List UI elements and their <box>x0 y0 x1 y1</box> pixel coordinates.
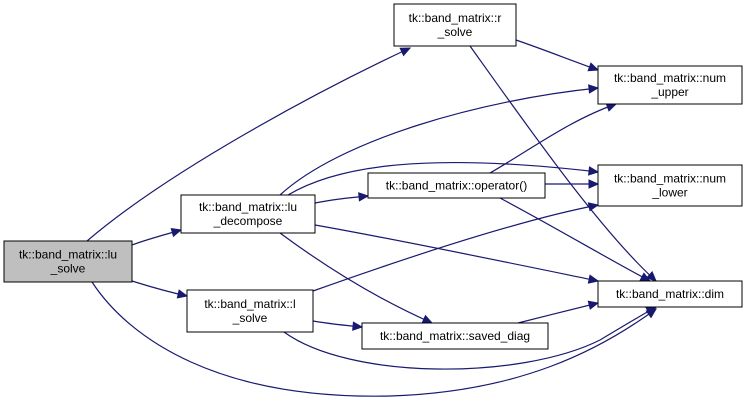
arrowhead-icon <box>587 300 600 310</box>
node-l-solve[interactable]: tk::band_matrix::l_solve <box>186 289 314 333</box>
node-label-line: tk::band_matrix::r <box>409 11 502 25</box>
node-label-line: _solve <box>437 25 473 39</box>
node-operator[interactable]: tk::band_matrix::operator() <box>367 172 546 199</box>
node-box <box>3 240 133 283</box>
edge-line <box>489 103 617 174</box>
edge-line <box>517 302 599 324</box>
arrowhead-icon <box>587 274 600 284</box>
edge-line <box>86 47 411 242</box>
node-box <box>367 172 546 199</box>
edge-l_solve-to-saved_diag <box>312 320 364 331</box>
arrowhead-icon <box>358 192 370 202</box>
node-r-solve[interactable]: tk::band_matrix::r_solve <box>393 3 517 47</box>
arrowhead-icon <box>399 47 412 57</box>
edge-operator-to-dim <box>499 197 652 282</box>
node-label-line: _solve <box>50 262 86 276</box>
node-num-lower[interactable]: tk::band_matrix::num_lower <box>597 164 743 207</box>
node-label-line: tk::band_matrix::saved_diag <box>380 329 530 343</box>
node-dim[interactable]: tk::band_matrix::dim <box>597 280 743 308</box>
arrowhead-icon <box>588 84 600 94</box>
edge-line <box>515 39 599 71</box>
arrowhead-icon <box>645 271 657 282</box>
node-lu-solve[interactable]: tk::band_matrix::lu_solve <box>3 240 133 283</box>
node-box <box>361 322 549 350</box>
node-box <box>597 164 743 207</box>
arrowhead-icon <box>587 62 600 72</box>
node-label-line: _decompose <box>213 214 283 228</box>
edge-line <box>469 45 657 282</box>
node-label-line: tk::band_matrix::num <box>614 71 726 85</box>
node-box <box>393 3 517 47</box>
node-label-line: tk::band_matrix::dim <box>616 287 724 301</box>
node-label-line: tk::band_matrix::l <box>204 297 295 311</box>
edges-layer <box>86 39 658 397</box>
nodes-layer: tk::band_matrix::lu_solvetk::band_matrix… <box>3 3 743 350</box>
edge-operator-to-num_lower <box>545 179 600 189</box>
node-lu-decompose[interactable]: tk::band_matrix::lu_decompose <box>180 194 316 234</box>
node-box <box>180 194 316 234</box>
node-label-line: _upper <box>650 85 688 99</box>
arrowhead-icon <box>170 228 183 238</box>
node-box <box>597 280 743 308</box>
edge-lu_solve-to-l_solve <box>131 280 189 299</box>
node-label-line: _lower <box>651 186 687 200</box>
edge-line <box>287 161 599 196</box>
edge-line <box>312 204 599 292</box>
arrowhead-icon <box>421 314 434 324</box>
edge-operator-to-num_upper <box>489 102 618 174</box>
node-box <box>597 65 743 105</box>
edge-line <box>91 281 657 397</box>
edge-line <box>283 306 657 370</box>
node-label-line: tk::band_matrix::operator() <box>386 179 527 193</box>
arrowhead-icon <box>587 202 600 212</box>
node-label-line: tk::band_matrix::num <box>614 172 726 186</box>
node-label-line: tk::band_matrix::lu <box>19 248 117 262</box>
edge-lu_solve-to-r_solve <box>86 47 412 242</box>
edge-l_solve-to-num_lower <box>312 202 600 292</box>
edge-lu_decompose-to-num_upper <box>279 84 600 196</box>
edge-r_solve-to-dim <box>469 45 657 282</box>
edge-saved_diag-to-dim <box>517 300 600 324</box>
node-box <box>186 289 314 333</box>
node-label-line: _solve <box>232 311 268 325</box>
arrowhead-icon <box>176 289 189 299</box>
arrowhead-icon <box>352 321 364 331</box>
node-saved-diag[interactable]: tk::band_matrix::saved_diag <box>361 322 549 350</box>
arrowhead-icon <box>588 166 600 176</box>
edge-line <box>279 87 599 196</box>
edge-lu_solve-to-lu_decompose <box>131 228 183 246</box>
arrowhead-icon <box>588 179 600 189</box>
edge-line <box>279 232 433 324</box>
edge-r_solve-to-num_upper <box>515 39 600 72</box>
edge-lu_decompose-to-operator <box>314 192 370 204</box>
node-label-line: tk::band_matrix::lu <box>199 200 297 214</box>
edge-lu_decompose-to-dim <box>314 224 600 284</box>
edge-lu_decompose-to-num_lower <box>287 161 600 196</box>
node-num-upper[interactable]: tk::band_matrix::num_upper <box>597 65 743 105</box>
edge-line <box>499 197 651 282</box>
edge-line <box>314 224 599 282</box>
